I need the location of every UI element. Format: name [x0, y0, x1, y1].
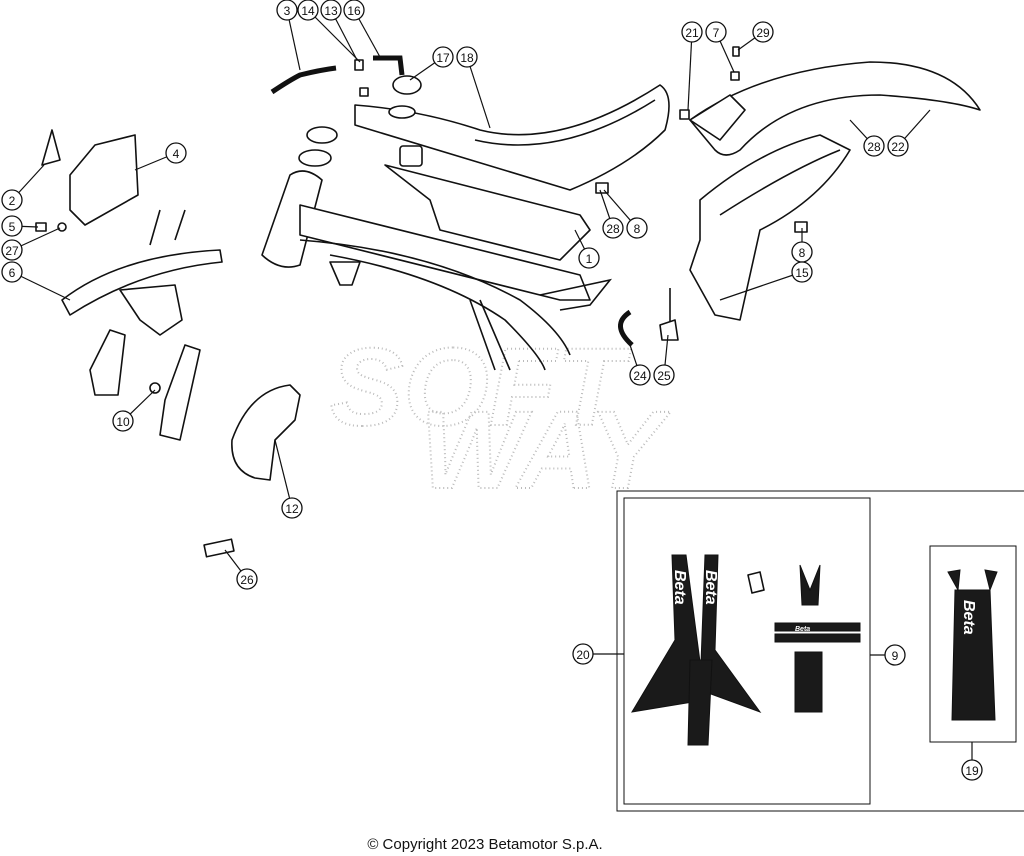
callout-7[interactable]: 7 [705, 21, 727, 43]
fuel-tank [384, 164, 591, 261]
seat [354, 84, 670, 191]
callout-22[interactable]: 22 [887, 135, 909, 157]
svg-text:8: 8 [634, 222, 641, 236]
reflector [203, 538, 235, 558]
svg-text:7: 7 [713, 26, 720, 40]
callout-8[interactable]: 8 [626, 217, 648, 239]
callout-28[interactable]: 28 [602, 217, 624, 239]
callout-14[interactable]: 14 [297, 0, 319, 21]
svg-text:3: 3 [284, 4, 291, 18]
svg-text:24: 24 [633, 369, 647, 383]
leader-line [466, 56, 491, 129]
rear-fender [689, 61, 981, 156]
leader-line [687, 31, 693, 111]
svg-text:18: 18 [460, 51, 474, 65]
svg-text:17: 17 [436, 51, 450, 65]
svg-text:15: 15 [795, 266, 809, 280]
callout-3[interactable]: 3 [276, 0, 298, 21]
svg-text:4: 4 [173, 147, 180, 161]
svg-text:Beta: Beta [795, 626, 810, 633]
svg-text:13: 13 [324, 4, 338, 18]
callout-29[interactable]: 29 [752, 21, 774, 43]
callout-27[interactable]: 27 [1, 239, 23, 261]
callout-9[interactable]: 9 [884, 644, 906, 666]
callout-16[interactable]: 16 [343, 0, 365, 21]
svg-text:26: 26 [240, 573, 254, 587]
fuel-cap [392, 75, 422, 95]
callout-21[interactable]: 21 [681, 21, 703, 43]
disc-guard [231, 384, 301, 481]
svg-text:28: 28 [606, 222, 620, 236]
svg-text:28: 28 [867, 140, 881, 154]
svg-text:16: 16 [347, 4, 361, 18]
callout-28[interactable]: 28 [863, 135, 885, 157]
svg-text:Beta: Beta [960, 600, 977, 635]
leader-line [11, 271, 71, 301]
callout-6[interactable]: 6 [1, 261, 23, 283]
svg-text:29: 29 [756, 26, 770, 40]
svg-text:1: 1 [586, 252, 593, 266]
svg-text:SOFT: SOFT [330, 326, 631, 449]
callout-8[interactable]: 8 [791, 241, 813, 263]
svg-text:12: 12 [285, 502, 299, 516]
leader-line [307, 9, 361, 63]
svg-text:19: 19 [965, 764, 979, 778]
svg-text:2: 2 [9, 194, 16, 208]
callout-4[interactable]: 4 [165, 142, 187, 164]
svg-text:22: 22 [891, 140, 905, 154]
callout-20[interactable]: 20 [572, 643, 594, 665]
front-fender [61, 249, 223, 316]
callout-17[interactable]: 17 [432, 46, 454, 68]
callout-15[interactable]: 15 [791, 261, 813, 283]
svg-text:5: 5 [9, 220, 16, 234]
svg-text:6: 6 [9, 266, 16, 280]
callout-24[interactable]: 24 [629, 364, 651, 386]
svg-text:WAY: WAY [420, 389, 671, 512]
frame [261, 126, 613, 371]
leader-line [274, 439, 293, 509]
callout-13[interactable]: 13 [320, 0, 342, 21]
number-plate [69, 134, 139, 226]
svg-text:Beta: Beta [671, 570, 688, 605]
side-panel [689, 134, 851, 321]
svg-text:8: 8 [799, 246, 806, 260]
callout-26[interactable]: 26 [236, 568, 258, 590]
callout-1[interactable]: 1 [578, 247, 600, 269]
copyright-text: © Copyright 2023 Betamotor S.p.A. [367, 836, 603, 853]
svg-text:9: 9 [892, 649, 899, 663]
svg-text:21: 21 [685, 26, 699, 40]
callout-18[interactable]: 18 [456, 46, 478, 68]
callout-10[interactable]: 10 [112, 410, 134, 432]
svg-text:27: 27 [5, 244, 19, 258]
svg-text:25: 25 [657, 369, 671, 383]
callout-25[interactable]: 25 [653, 364, 675, 386]
callout-2[interactable]: 2 [1, 189, 23, 211]
svg-text:14: 14 [301, 4, 315, 18]
callout-12[interactable]: 12 [281, 497, 303, 519]
callout-19[interactable]: 19 [961, 759, 983, 781]
leader-line [719, 271, 803, 301]
svg-text:10: 10 [116, 415, 130, 429]
svg-text:Beta: Beta [702, 570, 719, 605]
svg-text:20: 20 [576, 648, 590, 662]
callout-5[interactable]: 5 [1, 215, 23, 237]
decal-kit-inset: Beta Beta Beta Beta [616, 490, 1024, 812]
watermark: SOFT WAY [329, 325, 672, 513]
